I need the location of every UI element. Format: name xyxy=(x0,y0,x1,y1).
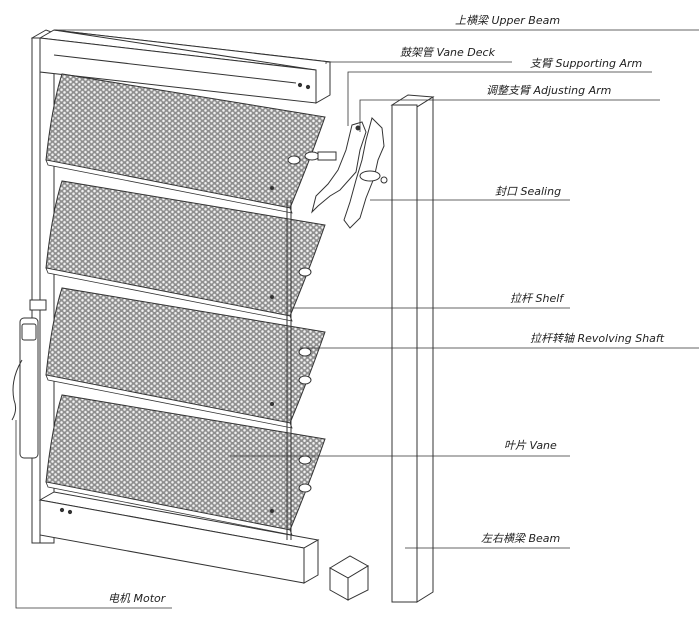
svg-text:拉杆 Shelf: 拉杆 Shelf xyxy=(510,292,565,305)
vane-4 xyxy=(45,394,326,536)
svg-text:封口 Sealing: 封口 Sealing xyxy=(495,185,561,198)
label-supporting-arm: 支臂 Supporting Arm xyxy=(530,57,642,70)
svg-text:拉杆转轴 Revolving Shaft: 拉杆转轴 Revolving Shaft xyxy=(530,332,665,345)
adjusting-arm xyxy=(343,117,388,229)
shelf-rod xyxy=(286,200,312,540)
motor xyxy=(11,299,47,459)
label-vane: 叶片 Vane xyxy=(504,439,557,452)
svg-text:支臂 Supporting Arm: 支臂 Supporting Arm xyxy=(530,57,642,70)
vane-deck-tubes xyxy=(287,151,337,165)
svg-text:电机 Motor: 电机 Motor xyxy=(108,592,167,605)
label-revolving-shaft: 拉杆转轴 Revolving Shaft xyxy=(530,332,665,345)
vane-1 xyxy=(45,73,326,214)
label-side-beam: 左右横梁 Beam xyxy=(481,532,560,545)
label-motor: 电机 Motor xyxy=(108,592,167,605)
bottom-beam xyxy=(38,491,320,584)
svg-text:上横梁 Upper Beam: 上横梁 Upper Beam xyxy=(455,14,560,27)
side-beam xyxy=(390,94,435,603)
svg-text:左右横梁 Beam: 左右横梁 Beam xyxy=(481,532,560,545)
supporting-arm xyxy=(311,121,367,214)
label-vane-deck: 鼓架管 Vane Deck xyxy=(400,46,496,59)
sealing-bracket xyxy=(329,555,369,601)
leader-lines xyxy=(15,29,699,609)
label-upper-beam: 上横梁 Upper Beam xyxy=(455,14,560,27)
svg-text:鼓架管 Vane Deck: 鼓架管 Vane Deck xyxy=(400,46,496,59)
label-adjusting-arm: 调整支臂 Adjusting Arm xyxy=(486,84,611,97)
svg-text:叶片 Vane: 叶片 Vane xyxy=(504,439,557,452)
vane-3 xyxy=(45,287,326,429)
label-sealing: 封口 Sealing xyxy=(495,185,561,198)
label-shelf: 拉杆 Shelf xyxy=(510,292,565,305)
svg-text:调整支臂 Adjusting Arm: 调整支臂 Adjusting Arm xyxy=(486,84,611,97)
vane-2 xyxy=(45,180,326,322)
